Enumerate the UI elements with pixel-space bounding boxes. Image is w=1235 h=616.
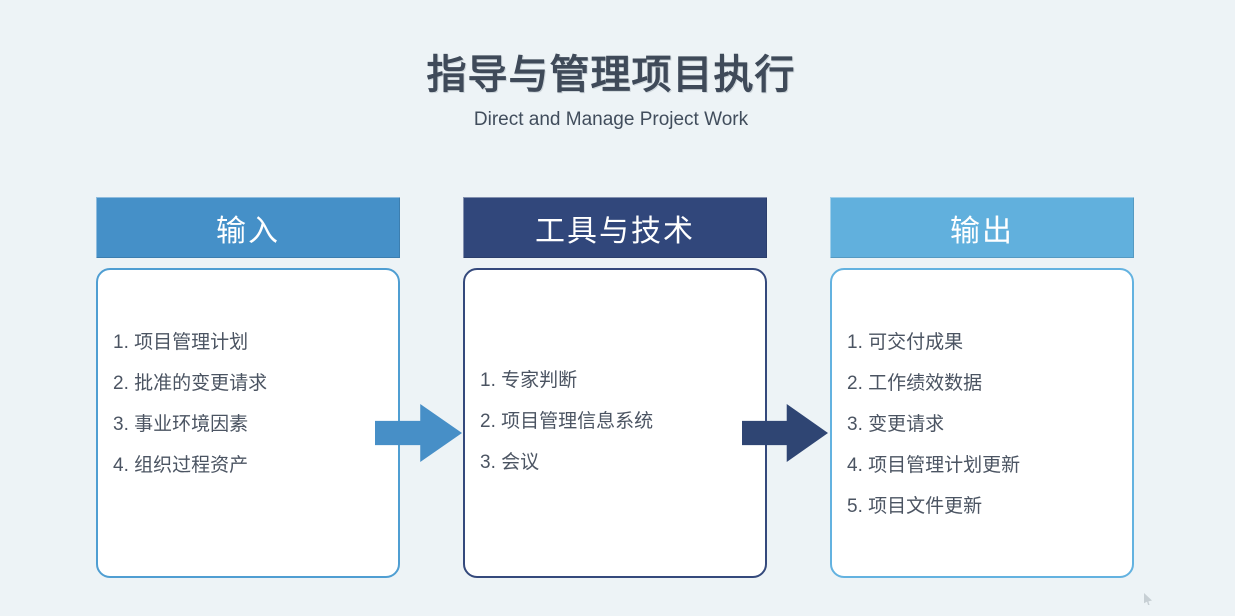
output-column: 输出 1. 可交付成果 2. 工作绩效数据 3. 变更请求 4. 项目管理计划更… xyxy=(830,197,1134,578)
input-column-header: 输入 xyxy=(96,197,400,258)
input-list-item: 4. 组织过程资产 xyxy=(113,455,249,476)
mouse-cursor-icon xyxy=(1144,593,1152,605)
tools-list-item: 2. 项目管理信息系统 xyxy=(480,411,654,432)
input-column-body: 1. 项目管理计划 2. 批准的变更请求 3. 事业环境因素 4. 组织过程资产 xyxy=(96,268,400,578)
tools-column-body: 1. 专家判断 2. 项目管理信息系统 3. 会议 xyxy=(463,268,767,578)
output-list-item: 5. 项目文件更新 xyxy=(847,496,983,517)
tools-list-item: 1. 专家判断 xyxy=(480,370,578,391)
input-list-item: 1. 项目管理计划 xyxy=(113,332,249,353)
title-block: 指导与管理项目执行 Direct and Manage Project Work xyxy=(0,50,1222,131)
input-list-item: 2. 批准的变更请求 xyxy=(113,373,268,394)
page-subtitle-english: Direct and Manage Project Work xyxy=(473,109,749,130)
tools-column-header: 工具与技术 xyxy=(463,197,767,258)
output-column-header: 输出 xyxy=(830,197,1134,258)
output-list-item: 1. 可交付成果 xyxy=(847,332,964,353)
output-list-item: 4. 项目管理计划更新 xyxy=(847,455,1021,476)
tools-column: 工具与技术 1. 专家判断 2. 项目管理信息系统 3. 会议 xyxy=(463,197,767,578)
output-column-body: 1. 可交付成果 2. 工作绩效数据 3. 变更请求 4. 项目管理计划更新 5… xyxy=(830,268,1134,578)
tools-list-item: 3. 会议 xyxy=(480,452,540,473)
output-list-item: 3. 变更请求 xyxy=(847,414,945,435)
input-column: 输入 1. 项目管理计划 2. 批准的变更请求 3. 事业环境因素 4. 组织过… xyxy=(96,197,400,578)
output-list-item: 2. 工作绩效数据 xyxy=(847,373,983,394)
page-title: 指导与管理项目执行 xyxy=(426,53,796,97)
input-list-item: 3. 事业环境因素 xyxy=(113,414,249,435)
